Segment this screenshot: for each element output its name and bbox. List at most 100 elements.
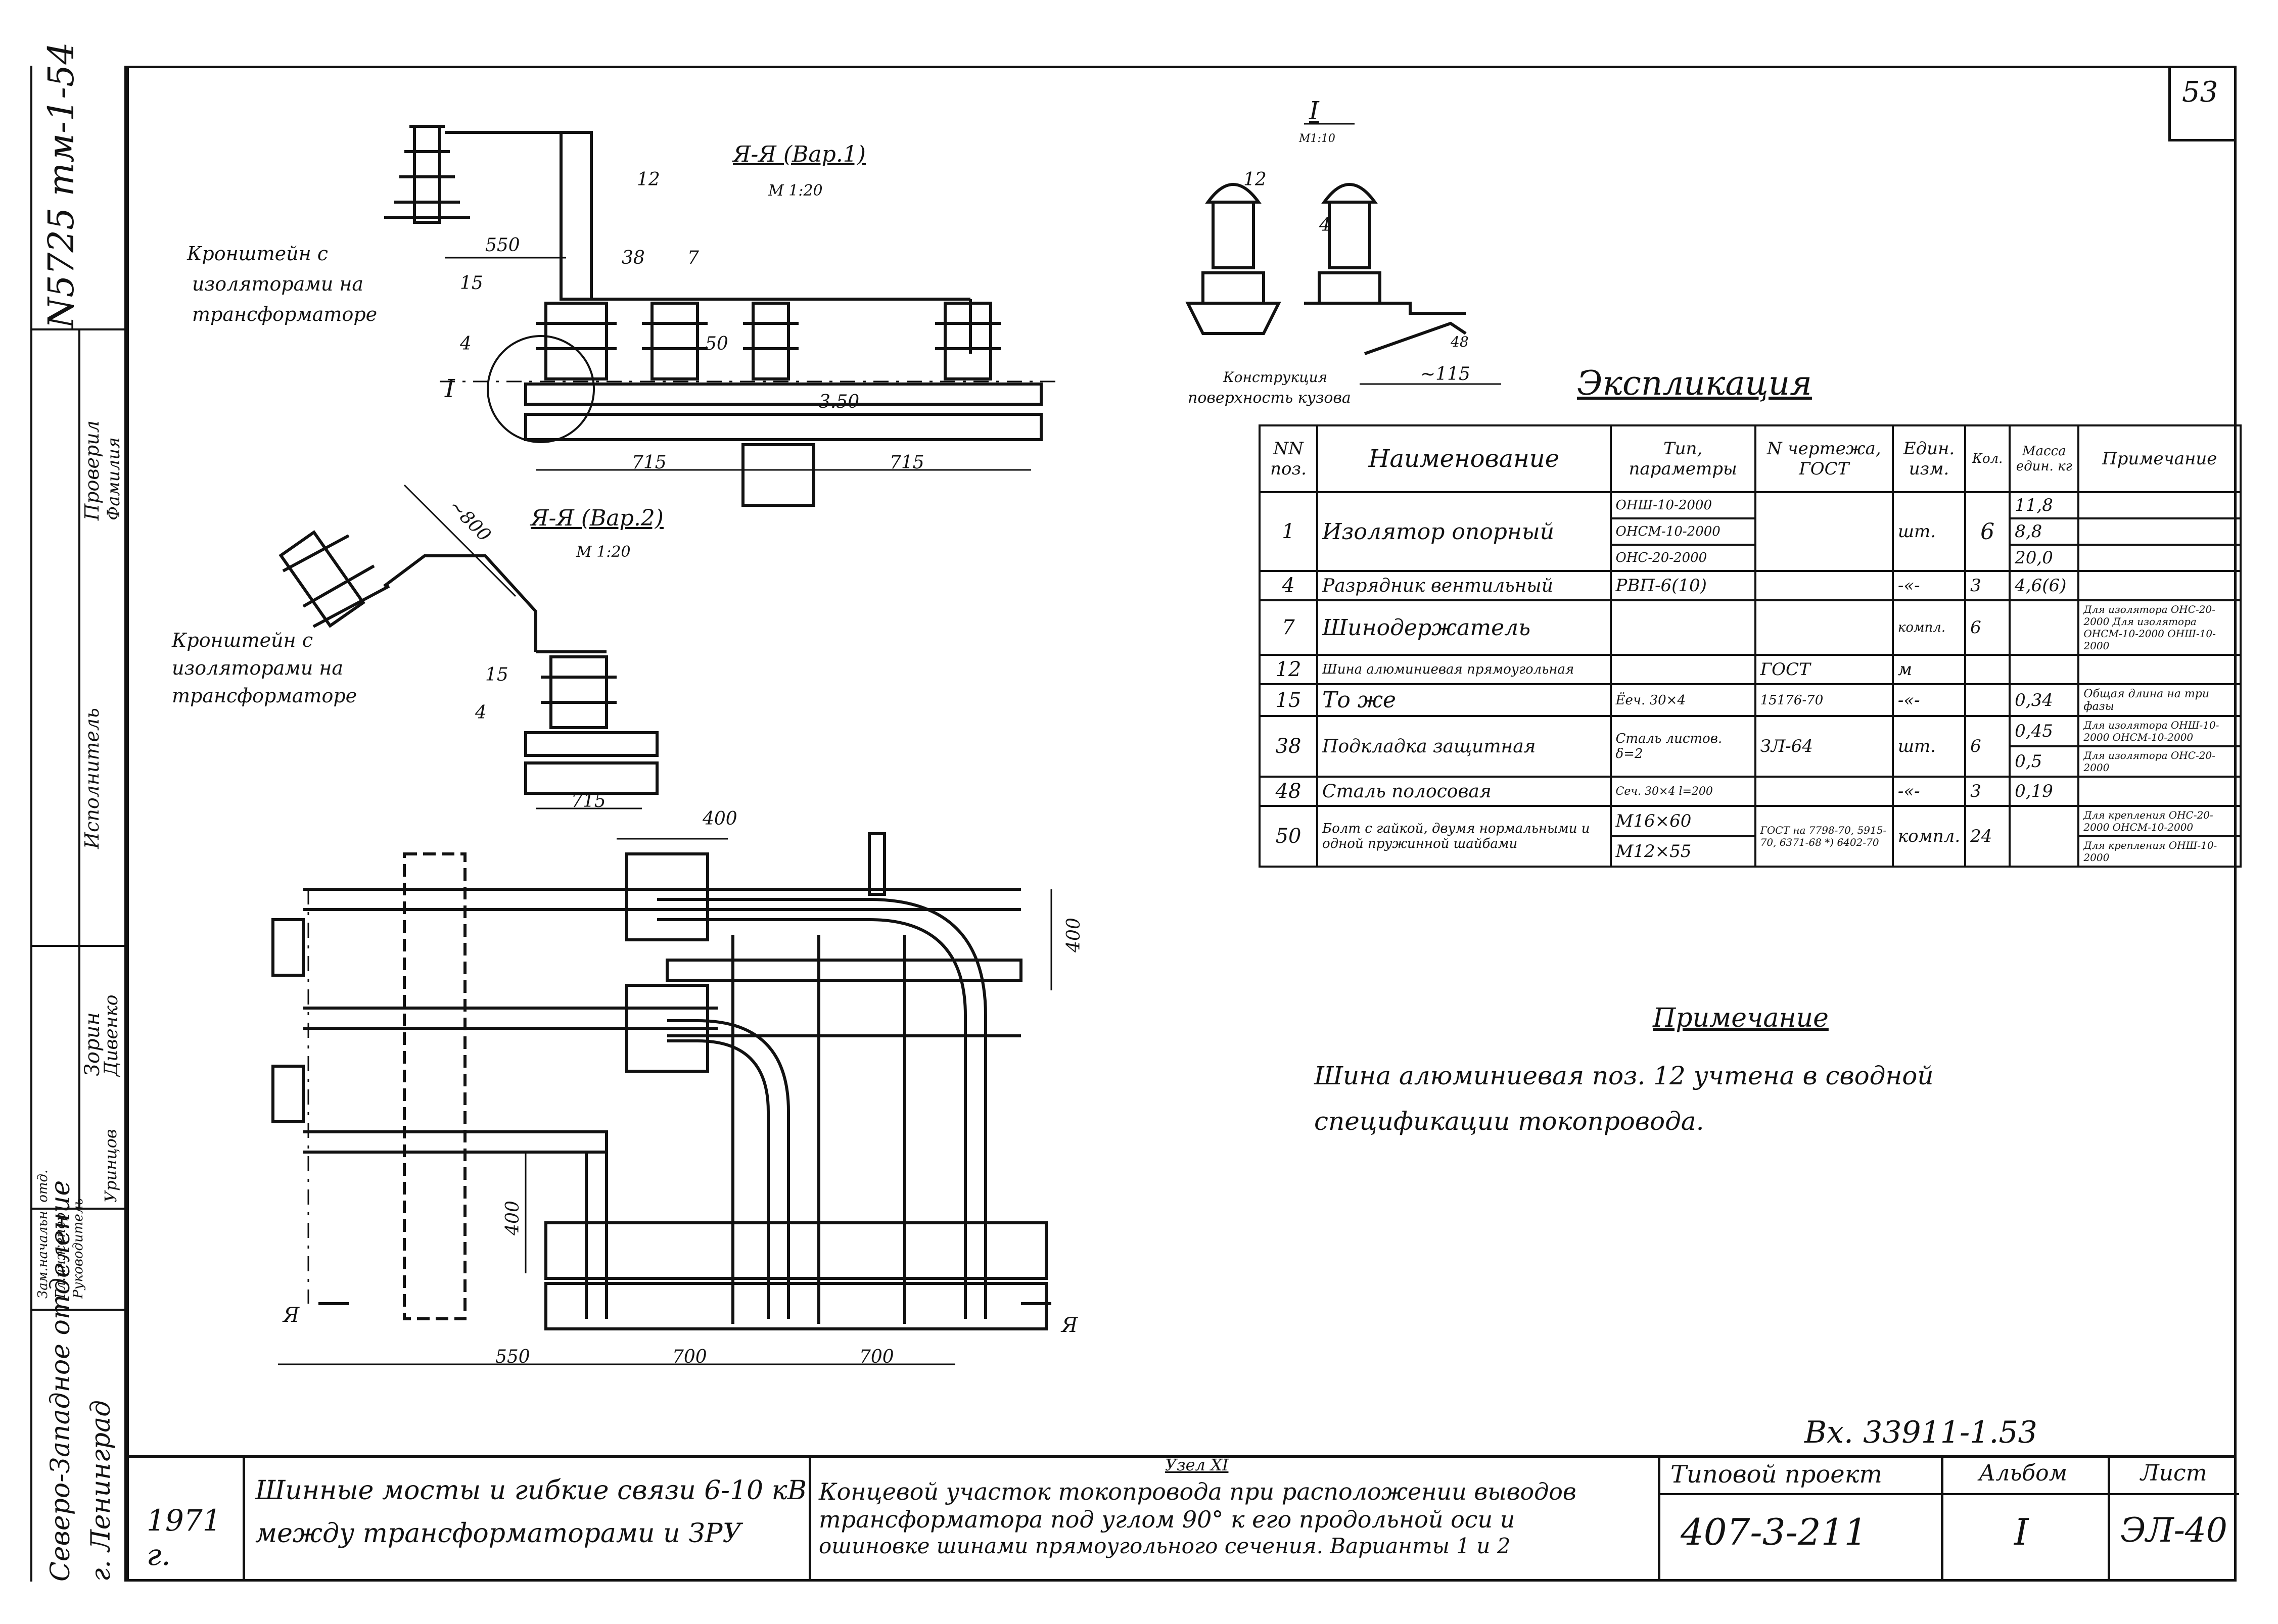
cell-type: РВП-6(10) — [1609, 570, 1756, 601]
cell-note — [2077, 544, 2242, 572]
cell-name: Шина алюминиевая прямоугольная — [1316, 654, 1612, 685]
view-a-var2-scale: М 1:20 — [576, 543, 631, 561]
cell-note: Для крепления ОНШ-10-2000 — [2077, 835, 2242, 868]
title-album-value: I — [2014, 1511, 2029, 1553]
dim-715-c: 715 — [571, 791, 606, 811]
cell-type: ОНСМ-10-2000 — [1609, 517, 1756, 546]
cell-note — [2077, 654, 2242, 685]
cell-qty: 6 — [1964, 491, 2011, 572]
cell-gost: 15176-70 — [1754, 683, 1894, 717]
construction-label-line2: поверхность кузова — [1188, 389, 1351, 407]
cell-pos: 50 — [1258, 805, 1319, 868]
header-note: Примечание — [2077, 424, 2242, 493]
cell-type: Сталь листов. δ=2 — [1609, 715, 1756, 778]
cell-name: Болт с гайкой, двумя нормальными и одной… — [1316, 805, 1612, 868]
section-mark-left: Я — [283, 1304, 300, 1327]
cell-mass: 0,5 — [2009, 745, 2080, 778]
note-line1: Шина алюминиевая поз. 12 учтена в сводно… — [1314, 1061, 1934, 1090]
cell-pos: 7 — [1258, 599, 1319, 656]
cell-pos: 15 — [1258, 683, 1319, 717]
title-typical-label: Типовой проект — [1670, 1460, 1882, 1489]
cell-gost — [1754, 491, 1894, 572]
table-row: ОНС-20-2000 20,0 — [1260, 544, 2242, 572]
dim-350: 3.50 — [819, 392, 860, 412]
title-project-line2: между трансформаторами и ЗРУ — [255, 1518, 742, 1549]
dim-400-left: 400 — [502, 1201, 523, 1235]
pos-15: 15 — [460, 273, 483, 294]
table-row: 12 Шина алюминиевая прямоугольная ГОСТ м — [1258, 654, 2242, 685]
title-project-line1: Шинные мосты и гибкие связи 6-10 кВ — [255, 1475, 807, 1506]
note-title: Примечание — [1653, 1003, 1829, 1033]
explication-header-row: NN поз. Наименование Тип, параметры N че… — [1258, 424, 2242, 493]
cell-mass — [2009, 805, 2080, 868]
title-node: Узел XI — [1165, 1455, 1229, 1474]
cell-pos: 38 — [1258, 715, 1319, 778]
incoming-stamp: Вх. 33911-1.53 — [1804, 1415, 2037, 1450]
view-a-var1-scale: М 1:20 — [768, 182, 823, 200]
cell-note: Общая длина на три фазы — [2077, 683, 2242, 717]
dim-700-b: 700 — [859, 1347, 894, 1367]
dim-715-a: 715 — [632, 452, 667, 473]
cell-pos: 4 — [1258, 570, 1319, 601]
cell-note: Для крепления ОНС-20-2000 ОНСМ-10-2000 — [2077, 805, 2242, 837]
cell-unit: -«- — [1891, 776, 1967, 807]
cell-type: ОНС-20-2000 — [1609, 544, 1756, 572]
bracket-label-2-line1: Кронштейн с — [172, 629, 313, 651]
cell-unit: -«- — [1891, 683, 1967, 717]
title-album-label: Альбом — [1979, 1460, 2068, 1486]
cell-mass: 11,8 — [2009, 491, 2080, 519]
cell-type: Сеч. 30×4 l=200 — [1609, 776, 1756, 807]
dim-550-top: 550 — [485, 235, 520, 256]
header-name: Наименование — [1316, 424, 1612, 493]
dim-115: ~115 — [1420, 364, 1470, 385]
bracket-label-2-line2: изоляторами на — [172, 657, 344, 679]
cell-gost — [1754, 599, 1894, 656]
table-row: 38 Подкладка защитная Сталь листов. δ=2 … — [1258, 715, 2242, 778]
cell-name: Шинодержатель — [1316, 599, 1612, 656]
cell-type: Ёеч. 30×4 — [1609, 683, 1756, 717]
page-number: 53 — [2182, 76, 2218, 109]
table-row: 4 Разрядник вентильный РВП-6(10) -«- 3 4… — [1258, 570, 2242, 601]
view-node-scale: М1:10 — [1299, 132, 1335, 145]
cell-qty: 24 — [1964, 805, 2011, 868]
title-typical-value: 407-3-211 — [1681, 1511, 1868, 1553]
cell-pos: 48 — [1258, 776, 1319, 807]
header-type: Тип, параметры — [1609, 424, 1756, 493]
cell-qty: 3 — [1964, 776, 2011, 807]
dim-550-bottom: 550 — [495, 1347, 530, 1367]
node-mark: I — [445, 374, 455, 403]
cell-note — [2077, 491, 2242, 519]
cell-mass — [2009, 654, 2080, 685]
cell-name: То же — [1316, 683, 1612, 717]
cell-unit: шт. — [1891, 715, 1967, 778]
pos-12: 12 — [637, 169, 660, 190]
cell-note: Для изолятора ОНШ-10-2000 ОНСМ-10-2000 — [2077, 715, 2242, 747]
plan-view — [271, 832, 1052, 1365]
table-row: 15 То же Ёеч. 30×4 15176-70 -«- 0,34 Общ… — [1258, 683, 2242, 717]
cell-qty — [1964, 683, 2011, 717]
cell-mass — [2009, 599, 2080, 656]
cell-note — [2077, 517, 2242, 546]
cell-type: М12×55 — [1609, 835, 1756, 868]
header-unit: Един. изм. — [1891, 424, 1967, 493]
cell-mass: 0,19 — [2009, 776, 2080, 807]
pos-4: 4 — [460, 333, 472, 354]
section-mark-right: Я — [1061, 1314, 1078, 1337]
left-strip: N5725 тм-1-54 Проверил Исполнитель Фамил… — [30, 42, 126, 1582]
table-row: М12×55 Для крепления ОНШ-10-2000 — [1260, 835, 2242, 868]
cell-qty: 6 — [1964, 599, 2011, 656]
cell-unit: шт. — [1891, 491, 1967, 572]
header-qty: Кол. — [1964, 424, 2011, 493]
title-desc-line2: трансформатора под углом 90° к его продо… — [819, 1506, 1515, 1533]
table-row: 48 Сталь полосовая Сеч. 30×4 l=200 -«- 3… — [1258, 776, 2242, 807]
pos-4-c: 4 — [1319, 215, 1331, 235]
cell-name: Разрядник вентильный — [1316, 570, 1612, 601]
construction-label-line1: Конструкция — [1223, 369, 1328, 386]
cell-unit: компл. — [1891, 805, 1967, 868]
view-node-title: I — [1309, 96, 1319, 125]
cell-gost — [1754, 776, 1894, 807]
cell-mass: 20,0 — [2009, 544, 2080, 572]
cell-qty: 3 — [1964, 570, 2011, 601]
table-row: 1 Изолятор опорный ОНШ-10-2000 шт. 6 11,… — [1258, 491, 2242, 572]
